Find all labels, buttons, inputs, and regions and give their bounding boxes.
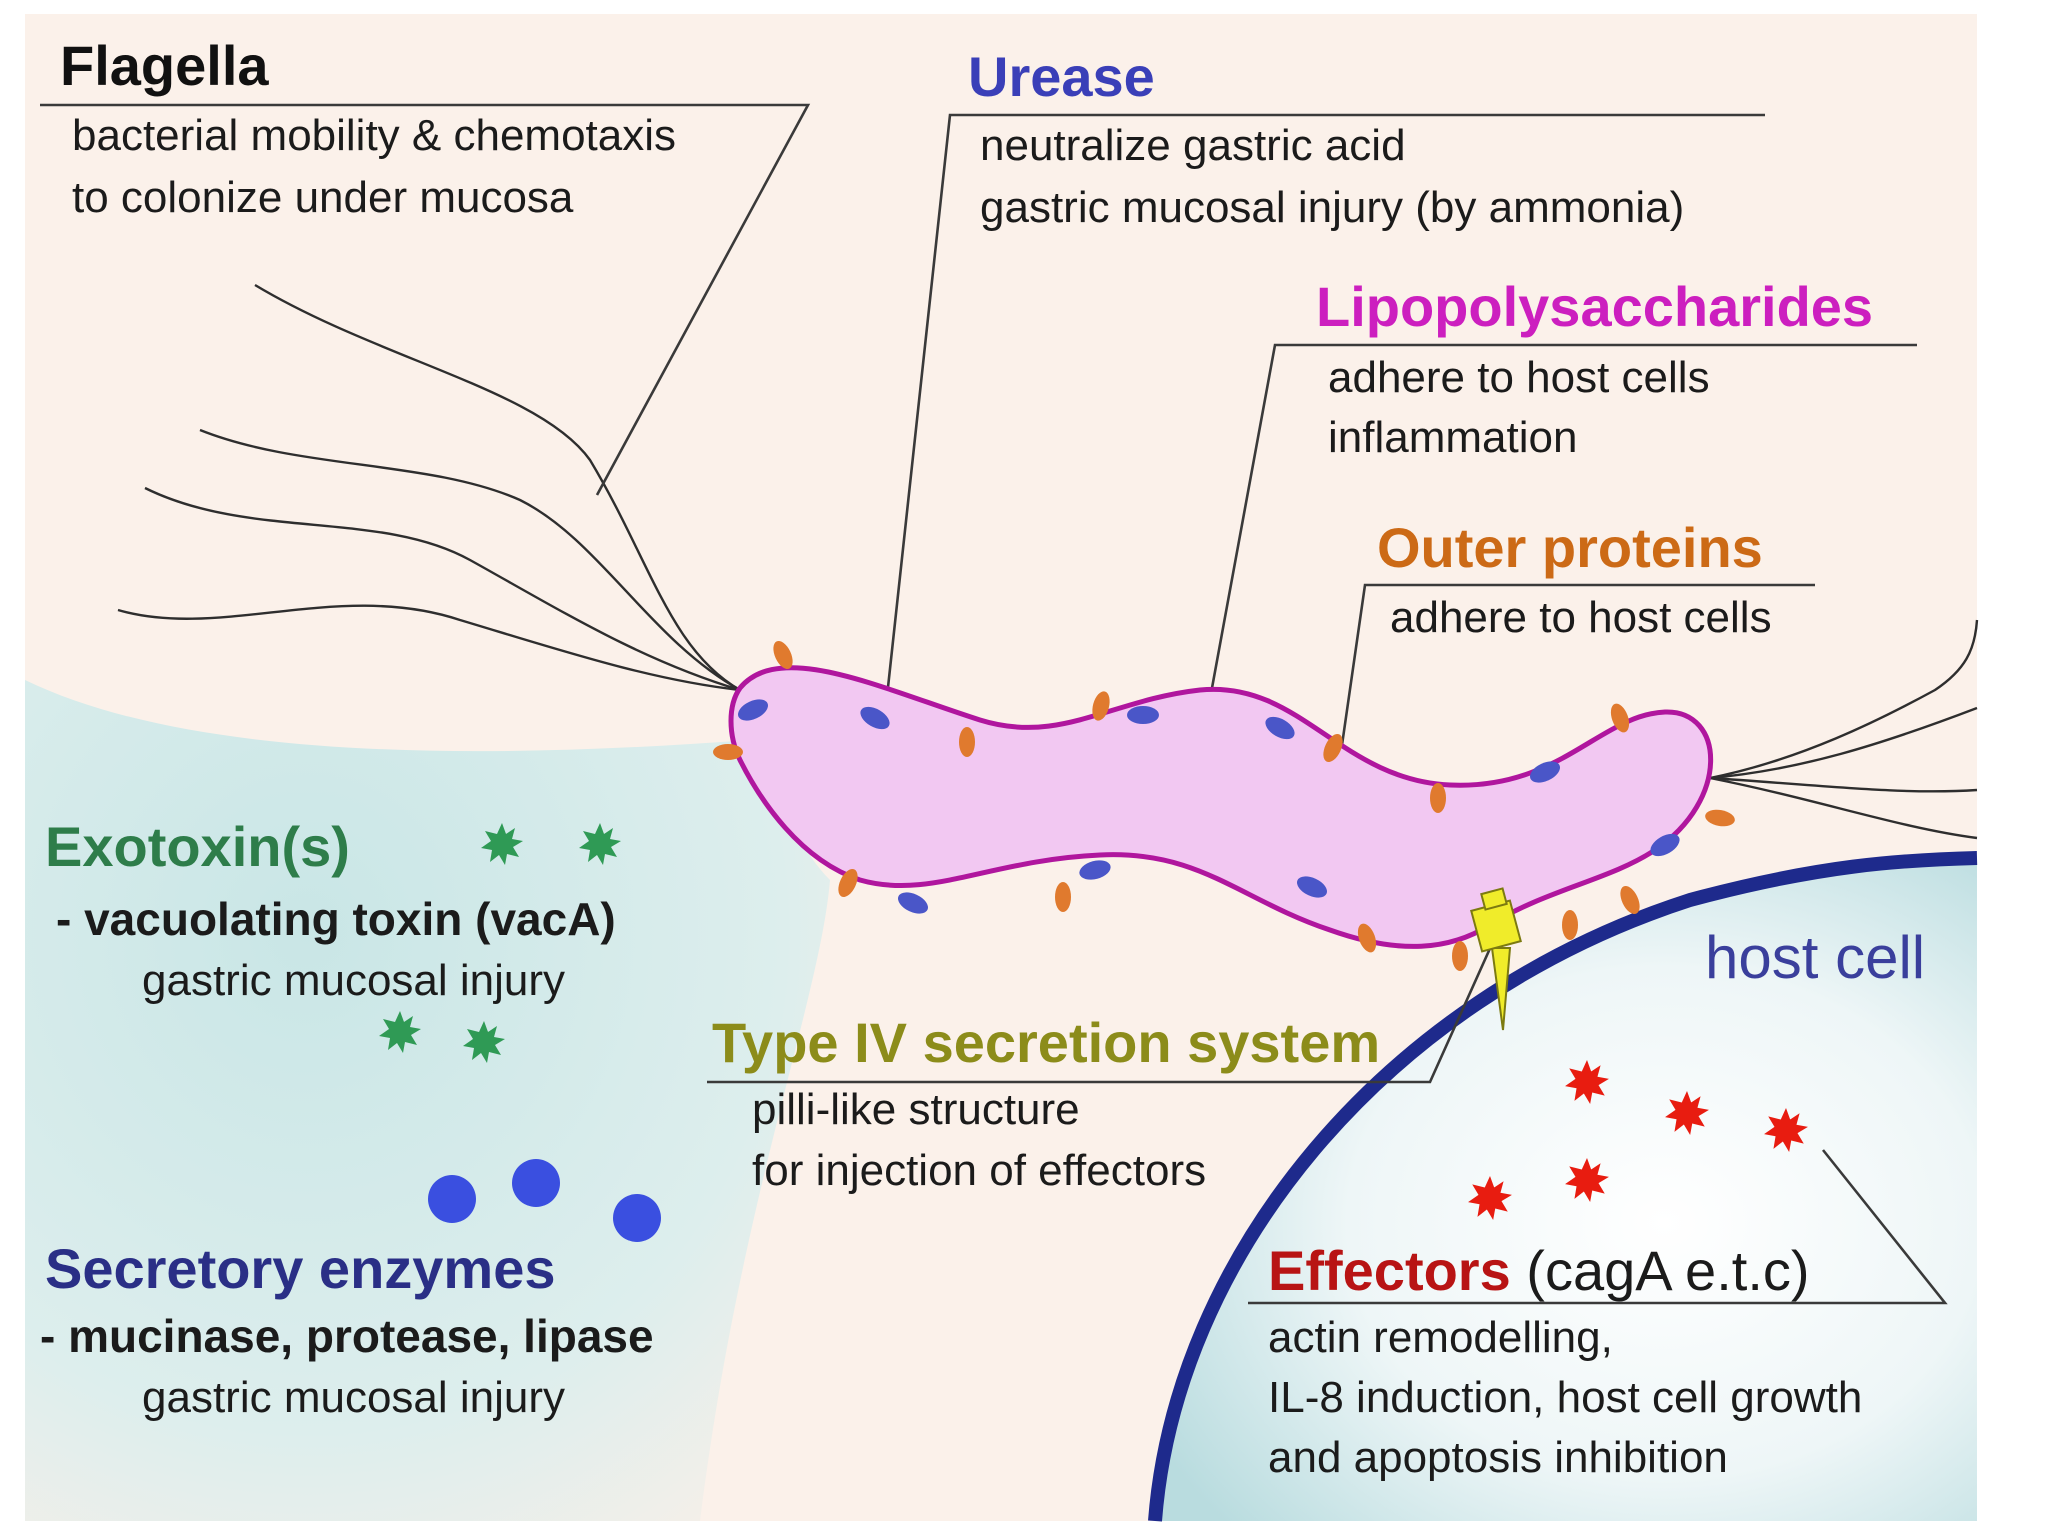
host-cell-membrane	[1148, 851, 1978, 1522]
type-iv-title: Type IV secretion system	[712, 1011, 1380, 1074]
extracellular-region	[25, 680, 830, 1521]
urease-desc-line-1: neutralize gastric acid	[980, 121, 1406, 170]
enzyme-particle	[428, 1175, 476, 1223]
flagella-leader	[40, 103, 811, 496]
surface-urease-dots	[738, 699, 1680, 914]
secretory-enzymes-item: - mucinase, protease, lipase	[40, 1310, 654, 1362]
effectors-title: Effectors (cagA e.t.c)	[1268, 1239, 1810, 1302]
lps-desc-line-2: inflammation	[1328, 413, 1577, 462]
outer-protein-bumps	[713, 640, 1735, 971]
urease-leader	[883, 113, 1765, 716]
enzyme-particle	[613, 1194, 661, 1242]
flagella-desc-line-1: bacterial mobility & chemotaxis	[72, 111, 676, 160]
lps-title: Lipopolysaccharides	[1316, 275, 1873, 338]
enzyme-particles	[428, 1159, 661, 1242]
effectors-leader	[1248, 1149, 1948, 1305]
exotoxin-item: - vacuolating toxin (vacA)	[56, 893, 616, 945]
outer-proteins-desc-line-1: adhere to host cells	[1390, 593, 1772, 642]
type-iv-desc-line-1: pilli-like structure	[752, 1085, 1080, 1134]
lps-desc-line-1: adhere to host cells	[1328, 353, 1710, 402]
host-cell-label: host cell	[1705, 924, 1925, 991]
exotoxin-title: Exotoxin(s)	[45, 815, 350, 878]
effectors-desc-line-1: actin remodelling,	[1268, 1313, 1613, 1362]
effectors-desc-line-2: IL-8 induction, host cell growth	[1268, 1373, 1862, 1422]
effectors-desc-line-3: and apoptosis inhibition	[1268, 1433, 1728, 1482]
flagella-desc-line-2: to colonize under mucosa	[72, 173, 574, 222]
type-iv-apparatus	[1470, 887, 1522, 1031]
secretory-enzymes-effect: gastric mucosal injury	[142, 1373, 565, 1422]
effectors-title-suffix: (cagA e.t.c)	[1511, 1239, 1810, 1302]
outer-proteins-leader	[1340, 583, 1815, 746]
effectors-title-main: Effectors	[1268, 1239, 1511, 1302]
enzyme-particle	[512, 1159, 560, 1207]
urease-desc-line-2: gastric mucosal injury (by ammonia)	[980, 183, 1684, 232]
flagella-title: Flagella	[60, 34, 269, 97]
outer-proteins-title: Outer proteins	[1377, 516, 1763, 579]
lps-leader	[1210, 343, 1917, 689]
type-iv-leader	[707, 914, 1507, 1084]
urease-title: Urease	[968, 45, 1155, 108]
host-cell-interior	[1155, 858, 1977, 1521]
type-iv-desc-line-2: for injection of effectors	[752, 1146, 1206, 1195]
secretory-enzymes-title: Secretory enzymes	[45, 1237, 556, 1300]
left-flagella	[117, 283, 741, 692]
exotoxin-effect: gastric mucosal injury	[142, 956, 565, 1005]
leader-lines	[40, 103, 1948, 1305]
right-flagella	[1709, 619, 1979, 840]
